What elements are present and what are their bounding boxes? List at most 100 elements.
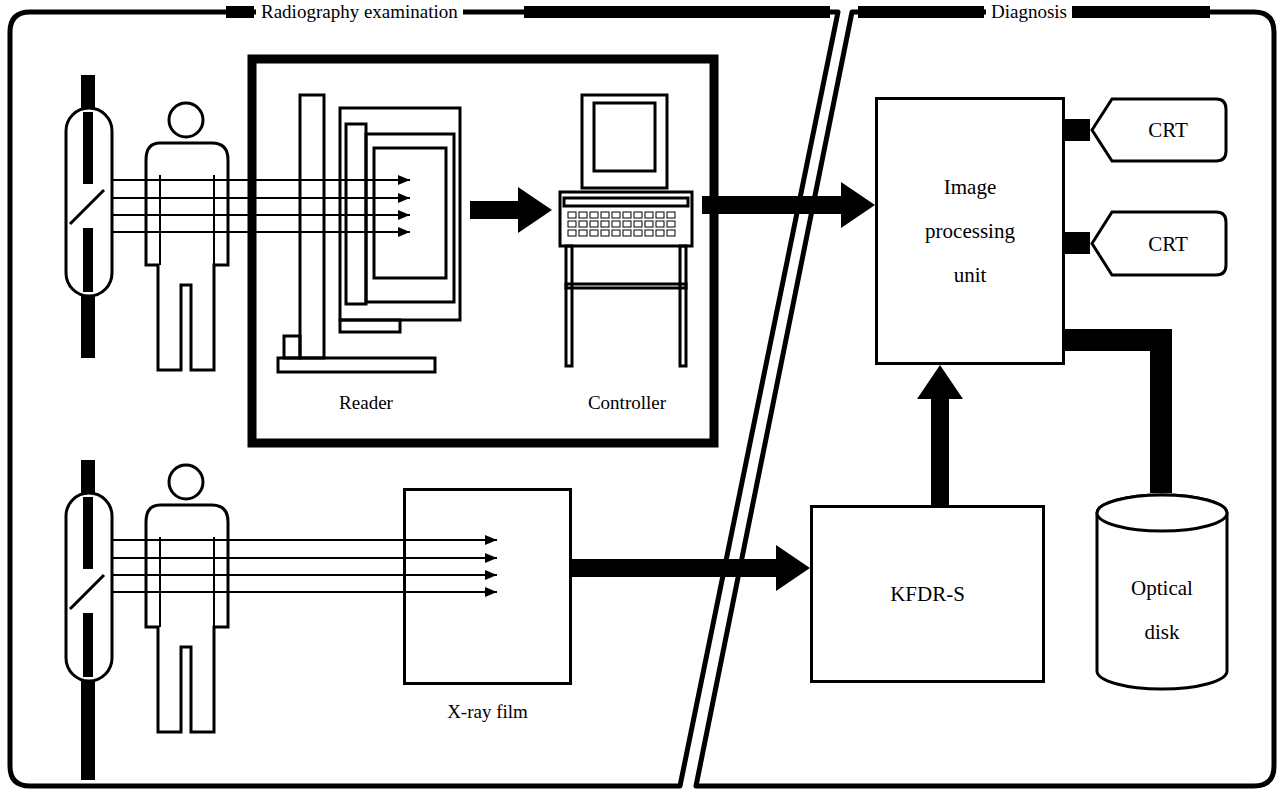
console-leg [680,246,686,366]
node-label: Image processing unit [914,165,1026,297]
keyboard-key [579,212,587,218]
patient-head [169,103,203,137]
xray-station [66,75,410,370]
keyboard-key [568,212,576,218]
keyboard-key [590,212,598,218]
keyboard-key [568,221,576,227]
keyboard-key [656,221,664,227]
keyboard-key [612,212,620,218]
xray-beam [112,591,497,593]
keyboard-key [656,230,664,236]
xray-station [66,460,497,780]
block-arrow [572,559,776,577]
header-bar [858,6,984,18]
crt-shape [1092,99,1226,161]
keyboard-key [634,230,642,236]
process-box: KFDR-S [810,505,1045,683]
keyboard-key [579,221,587,227]
reader-cassette [366,134,454,302]
tube-shutter [70,575,104,609]
xray-beam [112,539,497,541]
keyboard-key [590,221,598,227]
diagnosis-panel: DiagnosisImage processing unitCRTCRTKFDR… [670,0,1284,795]
console-strip [564,198,688,206]
console-shelf [566,284,686,288]
panel-heading: Radiography examination [256,1,463,23]
xray-beam [112,557,497,559]
reader-rail [346,124,366,304]
tube-core [83,228,93,292]
patient-head [169,465,203,499]
reader-unit: Reader [262,88,470,418]
keyboard-key [645,212,653,218]
console-leg [566,246,572,366]
keyboard-key [612,230,620,236]
tube-core [83,112,93,184]
node-label: Reader [262,390,470,416]
keyboard-key [623,212,631,218]
keyboard-key [579,230,587,236]
node-label: CRT [1148,117,1188,143]
patient-arm [159,537,161,627]
keyboard-key [634,212,642,218]
keyboard-key [656,212,664,218]
cylinder-top [1097,495,1227,531]
reader-base [278,358,435,372]
node-label: CRT [1148,231,1188,257]
controller-picture [552,88,702,418]
reader-bracket [340,320,400,332]
thick-link [1065,232,1090,254]
monitor-screen [594,103,655,171]
reader-picture [262,88,470,418]
keyboard-key [667,230,675,236]
x-ray-film: X-ray film [403,488,572,730]
thick-link [1065,119,1090,141]
xray-tube [66,108,112,296]
keyboard-key [623,230,631,236]
reader-plate [374,148,446,278]
reader-housing [340,108,460,320]
header-bar [524,6,830,18]
controller-unit: Controller [552,88,702,418]
keyboard-key [601,212,609,218]
header-bar [226,6,254,18]
console-desk [560,192,692,246]
keyboard-key [601,221,609,227]
tube-stand [81,460,95,780]
keyboard-key [568,230,576,236]
node-label: X-ray film [403,699,572,725]
xray-tube [66,493,112,681]
patient-arm [213,537,215,627]
keyboard-key [601,230,609,236]
crt-shape [1092,212,1226,275]
keyboard-key [645,230,653,236]
film-sheet [403,488,572,685]
patient-body [146,143,228,370]
reader-foot [284,336,300,358]
panel-border [696,12,1274,786]
node-label: Controller [552,390,702,416]
header-bar [1052,6,1210,18]
node-label: Optical disk [1116,566,1208,654]
thick-link [1065,340,1161,493]
block-arrow [470,201,518,219]
keyboard-key [634,221,642,227]
reader-stand [300,95,324,358]
cylinder-body [1097,495,1227,689]
crt-display: CRT [1090,210,1228,277]
tube-core [83,497,93,569]
crt-display: CRT [1090,97,1228,163]
patient-arm [213,175,215,265]
process-box: Image processing unit [875,97,1065,365]
panel-border [10,12,838,786]
tube-core [83,613,93,677]
block-arrow [931,399,949,505]
node-label: KFDR-S [890,581,965,607]
monitor-case [582,95,667,188]
panel-heading: Diagnosis [986,1,1072,23]
keyboard-key [667,212,675,218]
patient-arm [159,175,161,265]
tube-shutter [70,190,104,224]
xray-beam [112,574,497,576]
